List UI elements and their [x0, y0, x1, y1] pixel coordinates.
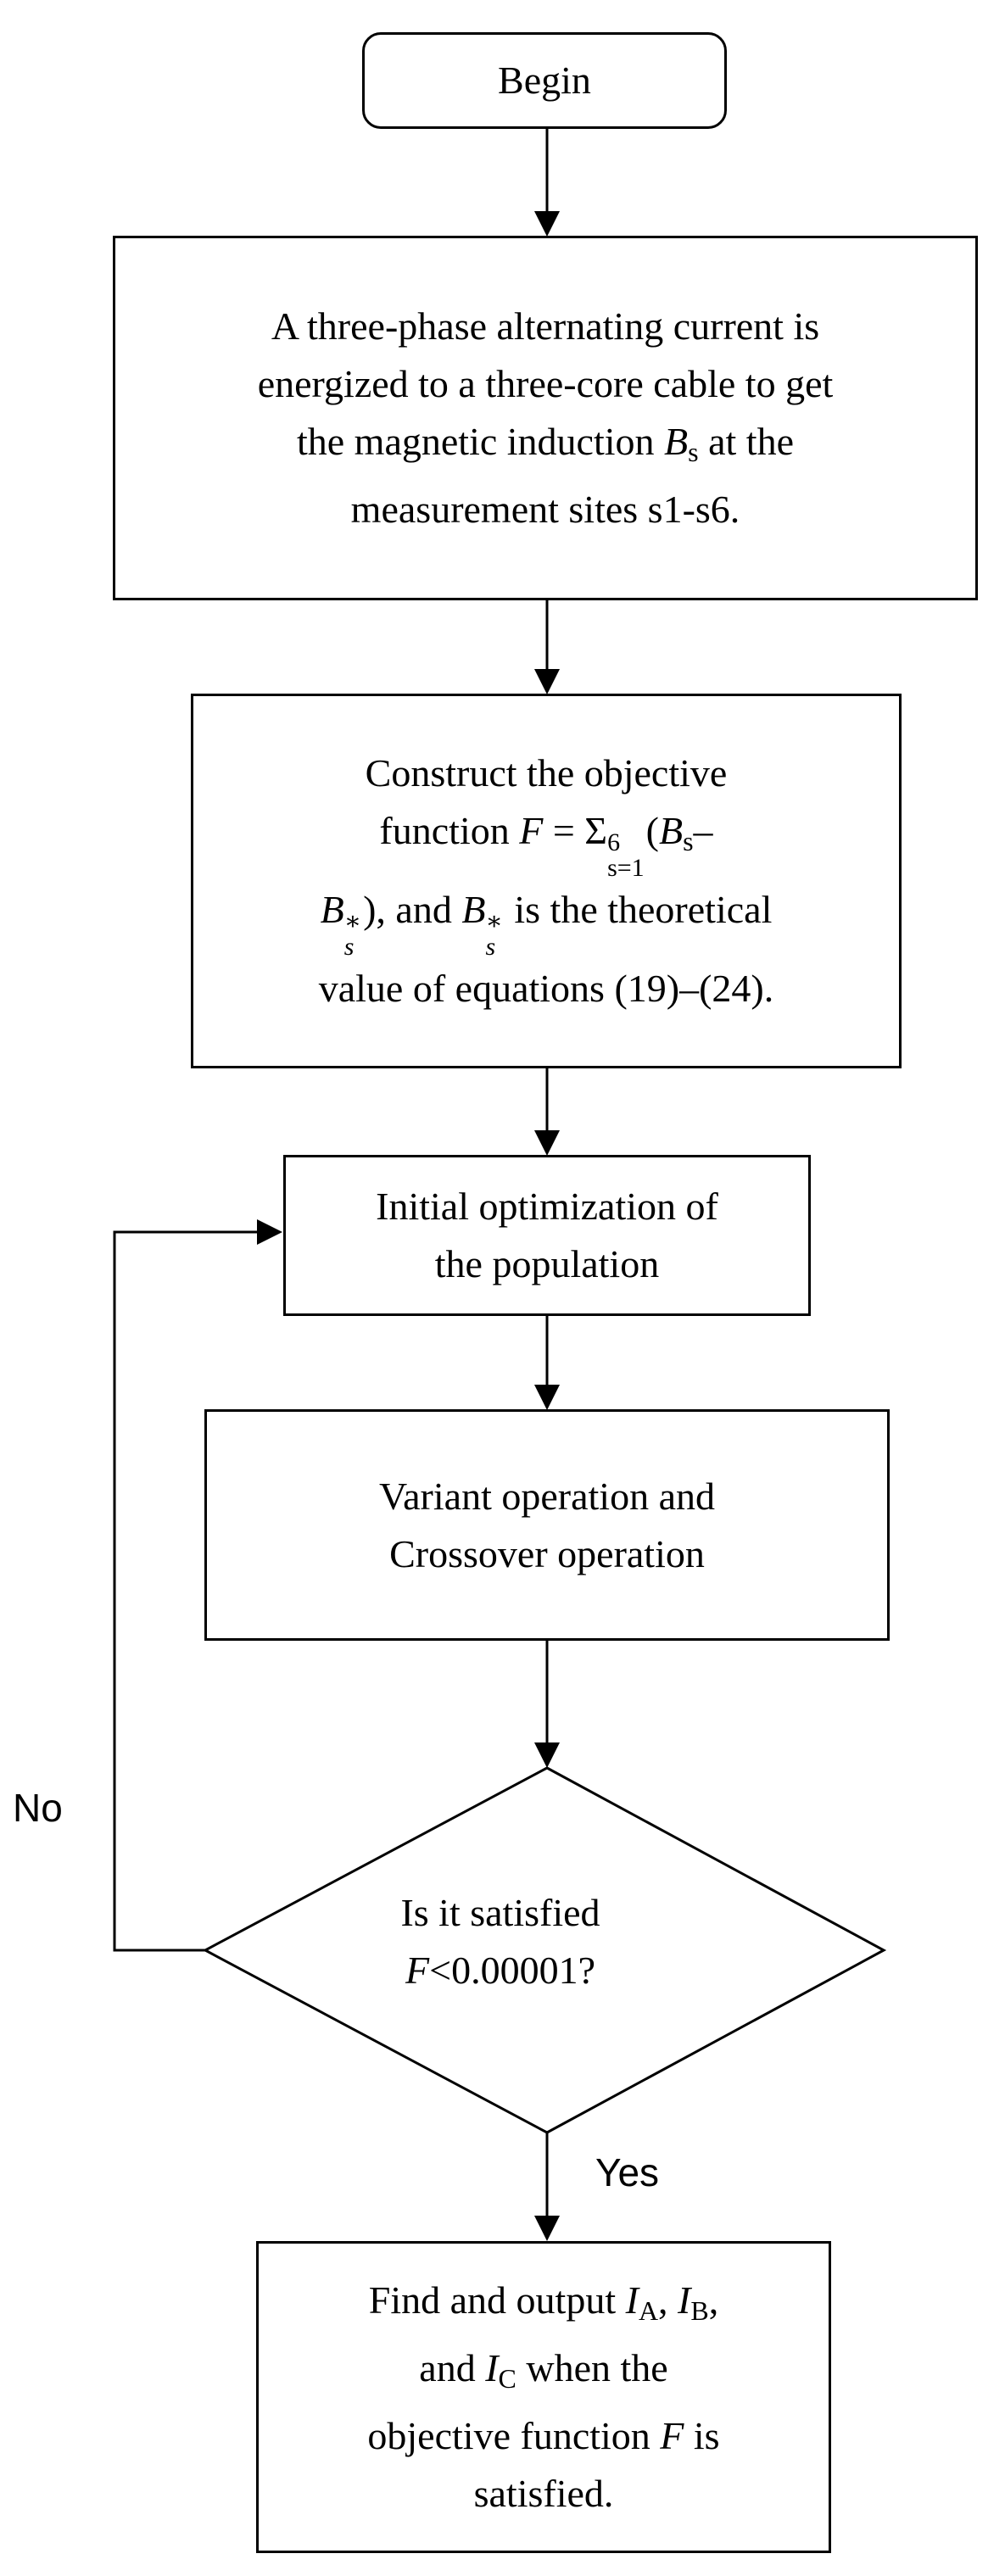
edge-label-yes: Yes — [595, 2150, 660, 2194]
variant-node: Variant operation and Crossover operatio… — [204, 1409, 890, 1641]
objective-line3: B∗s), and B∗s is the theoretical — [320, 888, 773, 961]
output-line4: satisfied. — [473, 2472, 614, 2515]
energize-node: A three-phase alternating current is ene… — [113, 236, 978, 600]
energize-line2: energized to a three-core cable to get — [257, 362, 834, 405]
objective-line4: value of equations (19)–(24). — [318, 967, 774, 1010]
output-line1: Find and output IA, IB, — [368, 2278, 719, 2326]
begin-node: Begin — [362, 32, 727, 129]
objective-line1: Construct the objective — [365, 751, 728, 795]
decision-label: Is it satisfied F<0.00001? — [288, 1884, 712, 1999]
decision-line1: Is it satisfied — [400, 1891, 600, 1934]
output-line2: and IC when the — [419, 2346, 668, 2394]
variant-line2: Crossover operation — [389, 1531, 705, 1575]
energize-line1: A three-phase alternating current is — [271, 304, 820, 348]
arrow-no-loop — [113, 1219, 282, 1952]
decision-line2: F<0.00001? — [405, 1949, 595, 1992]
output-node: Find and output IA, IB, and IC when the … — [256, 2241, 831, 2553]
init-node: Initial optimization of the population — [283, 1155, 811, 1316]
variant-line1: Variant operation and — [379, 1474, 715, 1518]
output-line3: objective function F is — [367, 2414, 720, 2457]
init-line1: Initial optimization of — [376, 1185, 718, 1228]
energize-line4: measurement sites s1-s6. — [350, 488, 740, 531]
edge-label-no: No — [13, 1786, 63, 1830]
begin-label: Begin — [498, 59, 591, 102]
init-line2: the population — [434, 1242, 660, 1285]
energize-line3: the magnetic induction Bs at the — [296, 420, 794, 467]
